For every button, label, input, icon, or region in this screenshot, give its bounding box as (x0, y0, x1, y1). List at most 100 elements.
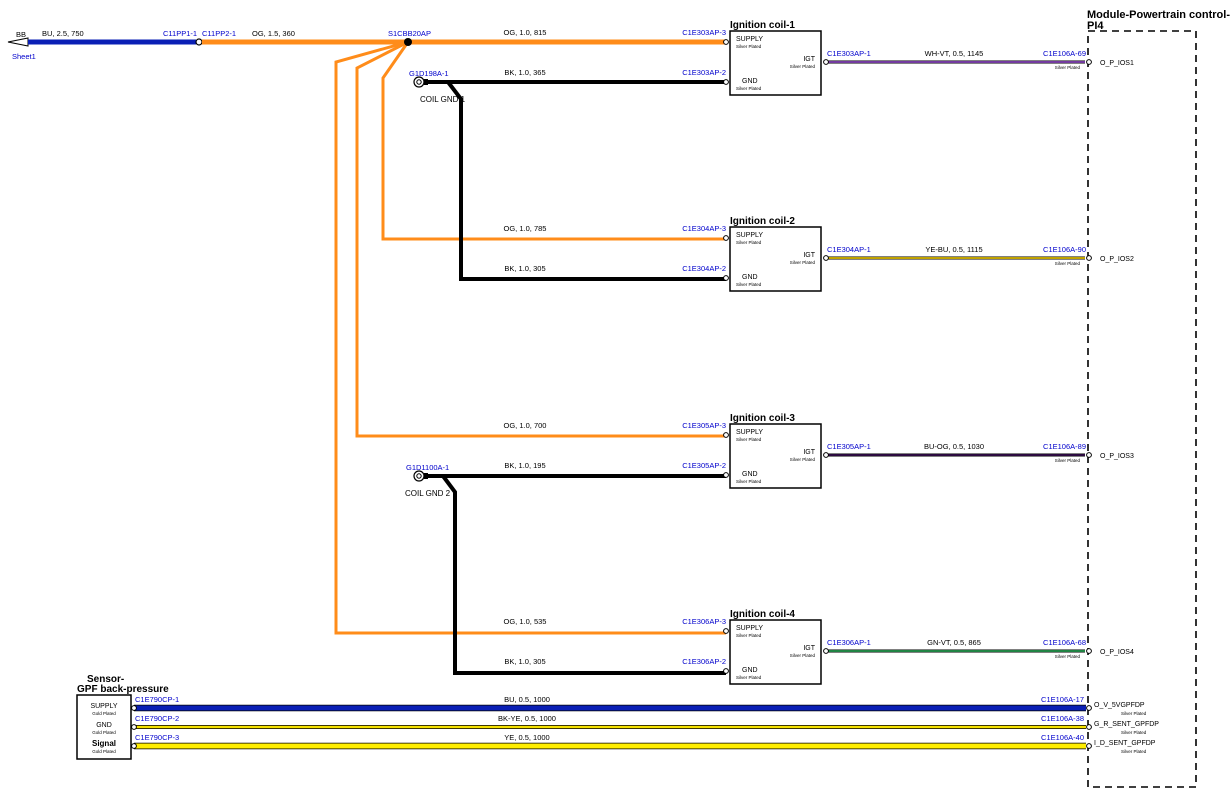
coil-igt-plating: Silver Plated (790, 653, 816, 658)
pin-terminal-icon[interactable] (823, 452, 829, 458)
sensor-pin-label: SUPPLY (90, 703, 117, 710)
coil-title: Ignition coil-3 (730, 413, 795, 424)
coil-gnd-plating: Silver Plated (736, 282, 762, 287)
module-signal-name: G_R_SENT_GPFDP (1094, 721, 1159, 728)
sheet-arrow-icon[interactable] (7, 37, 29, 47)
coil-igt-pin: C1E305AP-1 (827, 442, 871, 451)
pin-terminal-icon[interactable] (723, 628, 729, 634)
coil-supply-pin: C1E303AP-3 (682, 28, 726, 37)
pin-terminal-icon[interactable] (823, 255, 829, 261)
wire-og-feed-label: OG, 1.5, 360 (252, 29, 295, 38)
module-pin: C1E106A-90 (1043, 245, 1086, 254)
coil-supply-plating: Silver Plated (736, 437, 762, 442)
feed-section: BB Sheet1 BU, 2.5, 750 C11PP1-1 C11PP2-1… (7, 29, 408, 61)
pin-terminal-icon[interactable] (723, 472, 729, 478)
coil-gnd-pin: C1E306AP-2 (682, 657, 726, 666)
module-powertrain-control: Module-Powertrain control- PI4 (1087, 9, 1230, 788)
coil-box[interactable] (729, 226, 822, 292)
pin-terminal-icon[interactable] (723, 668, 729, 674)
coil-supply-wire-label: OG, 1.0, 700 (504, 421, 547, 430)
wire-og-coil2-supply[interactable] (381, 41, 726, 241)
sensor-pin-plating: Gold Plated (92, 711, 116, 716)
coil-gnd-wire-label: BK, 1.0, 195 (504, 461, 545, 470)
module-pin-plating: Silver Plated (1121, 730, 1147, 735)
sensor-pin-label: GND (96, 722, 112, 729)
coil-supply-wire-label: OG, 1.0, 815 (504, 28, 547, 37)
pin-terminal-icon[interactable] (1086, 724, 1092, 730)
module-pin-plating: Silver Plated (1055, 261, 1081, 266)
ground-2: G1D1100A-1 COIL GND 2 (405, 463, 726, 675)
sensor-connector-label: C1E790CP-3 (135, 733, 179, 742)
pin-terminal-icon[interactable] (723, 79, 729, 85)
sensor-wire-label: BK-YE, 0.5, 1000 (498, 714, 556, 723)
sensor-pin-plating: Gold Plated (92, 730, 116, 735)
coil-igt-wire-label: WH-VT, 0.5, 1145 (925, 49, 984, 58)
pin-terminal-icon[interactable] (1086, 705, 1092, 711)
coil-supply-plating: Silver Plated (736, 44, 762, 49)
coil-igt-pin: C1E304AP-1 (827, 245, 871, 254)
pin-terminal-icon[interactable] (823, 59, 829, 65)
module-boundary (1087, 30, 1197, 788)
sheet-link[interactable]: Sheet1 (12, 52, 36, 61)
coil-supply-label: SUPPLY (736, 625, 763, 632)
pin-terminal-icon[interactable] (723, 432, 729, 438)
sensor-wire-label: YE, 0.5, 1000 (504, 733, 549, 742)
coil-supply-pin: C1E306AP-3 (682, 617, 726, 626)
coil-igt-pin: C1E303AP-1 (827, 49, 871, 58)
coil-gnd-wire-label: BK, 1.0, 365 (504, 68, 545, 77)
splice-icon[interactable] (404, 38, 412, 46)
module-pin: C1E106A-89 (1043, 442, 1086, 451)
coil-igt-label: IGT (803, 56, 815, 63)
pin-terminal-icon[interactable] (723, 235, 729, 241)
pin-terminal-icon[interactable] (823, 648, 829, 654)
coil-igt-plating: Silver Plated (790, 457, 816, 462)
pin-terminal-icon[interactable] (723, 39, 729, 45)
pin-terminal-icon[interactable] (131, 743, 137, 749)
ground-eyelet-inner-icon (416, 473, 422, 479)
coil-box[interactable] (729, 423, 822, 489)
coil-title: Ignition coil-2 (730, 216, 795, 227)
module-pin: C1E106A-68 (1043, 638, 1086, 647)
pin-terminal-icon[interactable] (1086, 255, 1092, 261)
pin-terminal-icon[interactable] (131, 724, 137, 730)
coil-supply-pin: C1E305AP-3 (682, 421, 726, 430)
pin-terminal-icon[interactable] (1086, 648, 1092, 654)
ground-1: G1D198A-1 COIL GND 1 (409, 69, 726, 281)
wire-og-coil3-supply[interactable] (355, 40, 726, 438)
pin-terminal-icon[interactable] (1086, 743, 1092, 749)
module-title-line2: PI4 (1087, 20, 1104, 32)
coil-gnd-label: GND (742, 78, 758, 85)
coil-supply-label: SUPPLY (736, 232, 763, 239)
module-signal-name: O_P_IOS2 (1100, 256, 1134, 263)
module-signal-name: O_P_IOS4 (1100, 649, 1134, 656)
wire-og-coil4-supply[interactable] (334, 40, 726, 635)
coil-supply-plating: Silver Plated (736, 240, 762, 245)
pin-terminal-icon[interactable] (1086, 59, 1092, 65)
coil-box[interactable] (729, 619, 822, 685)
pin-terminal-icon[interactable] (1086, 452, 1092, 458)
pin-terminal-icon[interactable] (723, 275, 729, 281)
sensor-gpf-back-pressure: Sensor- GPF back-pressure (76, 674, 169, 760)
coil-igt-label: IGT (803, 645, 815, 652)
inline-connector-icon[interactable] (195, 38, 203, 46)
coil-supply-pin: C1E304AP-3 (682, 224, 726, 233)
coil-igt-wire-label: YE-BU, 0.5, 1115 (925, 245, 982, 254)
module-pin-plating: Silver Plated (1121, 711, 1147, 716)
coil-supply-label: SUPPLY (736, 36, 763, 43)
wire-bk-coil4-gnd[interactable] (441, 474, 726, 675)
coil-supply-wire-label: OG, 1.0, 785 (504, 224, 547, 233)
splice-label: S1CBB20AP (388, 29, 431, 38)
module-pin: C1E106A-17 (1041, 695, 1084, 704)
coil-gnd-plating: Silver Plated (736, 479, 762, 484)
coil-box[interactable] (729, 30, 822, 96)
pin-terminal-icon[interactable] (131, 705, 137, 711)
sensor-box[interactable] (76, 694, 132, 760)
coil-igt-label: IGT (803, 252, 815, 259)
wire-bk-coil2-gnd[interactable] (446, 80, 726, 281)
coil-title: Ignition coil-4 (730, 609, 795, 620)
